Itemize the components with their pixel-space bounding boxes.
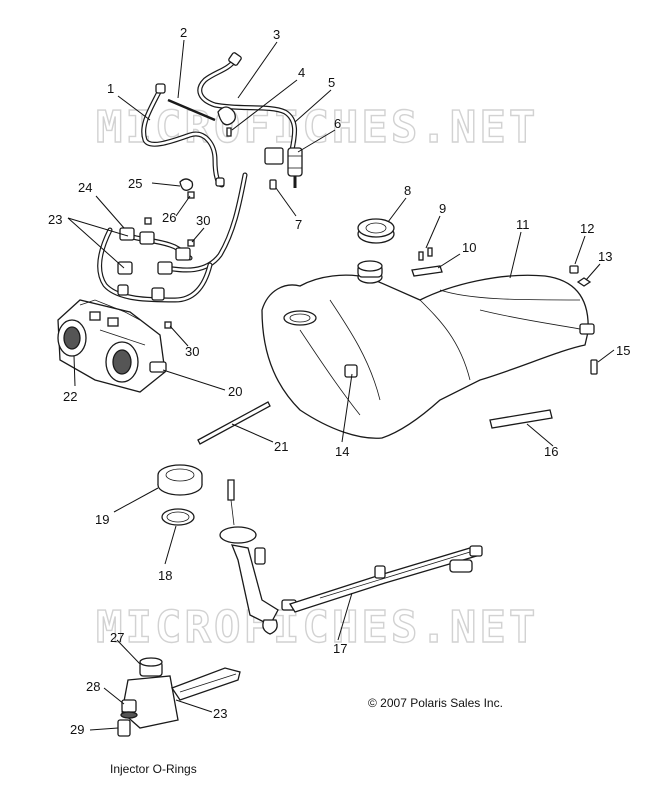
callout-21: 21 — [274, 439, 288, 454]
callout-20: 20 — [228, 384, 242, 399]
callout-27: 27 — [110, 630, 124, 645]
callout-30-upper: 30 — [196, 213, 210, 228]
callout-17: 17 — [333, 641, 347, 656]
callout-9: 9 — [439, 201, 446, 216]
callout-labels: 1 2 3 4 5 6 7 8 9 10 11 12 13 14 15 16 1… — [48, 25, 630, 737]
callout-5: 5 — [328, 75, 335, 90]
copyright-notice: © 2007 Polaris Sales Inc. — [368, 696, 503, 710]
fuel-hose-assembly — [141, 52, 298, 188]
hose-clamp-3 — [217, 106, 236, 126]
throttle-body — [57, 299, 167, 393]
callout-19: 19 — [95, 512, 109, 527]
callout-14: 14 — [335, 444, 349, 459]
callout-11: 11 — [516, 217, 530, 232]
callout-7: 7 — [295, 217, 302, 232]
callout-2: 2 — [180, 25, 187, 40]
callout-25: 25 — [128, 176, 142, 191]
injector-detail — [117, 657, 241, 737]
callout-4: 4 — [298, 65, 305, 80]
fuel-filter-assembly — [264, 147, 303, 190]
callout-8: 8 — [404, 183, 411, 198]
callout-13: 13 — [598, 249, 612, 264]
callout-23-injector: 23 — [213, 706, 227, 721]
callout-28: 28 — [86, 679, 100, 694]
callout-15: 15 — [616, 343, 630, 358]
callout-3: 3 — [273, 27, 280, 42]
leader-lines — [67, 39, 615, 731]
callout-6: 6 — [334, 116, 341, 131]
callout-18: 18 — [158, 568, 172, 583]
injector-caption: Injector O-Rings — [110, 762, 197, 776]
callout-12: 12 — [580, 221, 594, 236]
callout-30-lower: 30 — [185, 344, 199, 359]
tank-hardware — [197, 218, 598, 445]
callout-24: 24 — [78, 180, 92, 195]
fuel-tank — [261, 260, 595, 439]
fuel-pump-assembly — [219, 479, 483, 635]
callout-1: 1 — [107, 81, 114, 96]
fuel-rail-hoses — [97, 172, 248, 329]
callout-29: 29 — [70, 722, 84, 737]
callout-16: 16 — [544, 444, 558, 459]
callout-26: 26 — [162, 210, 176, 225]
watermark-top: MICROFICHES.NET — [96, 102, 538, 153]
callout-10: 10 — [462, 240, 476, 255]
lock-ring-and-gasket — [157, 464, 203, 526]
callout-22: 22 — [63, 389, 77, 404]
callout-23: 23 — [48, 212, 62, 227]
watermark-bottom: MICROFICHES.NET — [96, 602, 538, 653]
